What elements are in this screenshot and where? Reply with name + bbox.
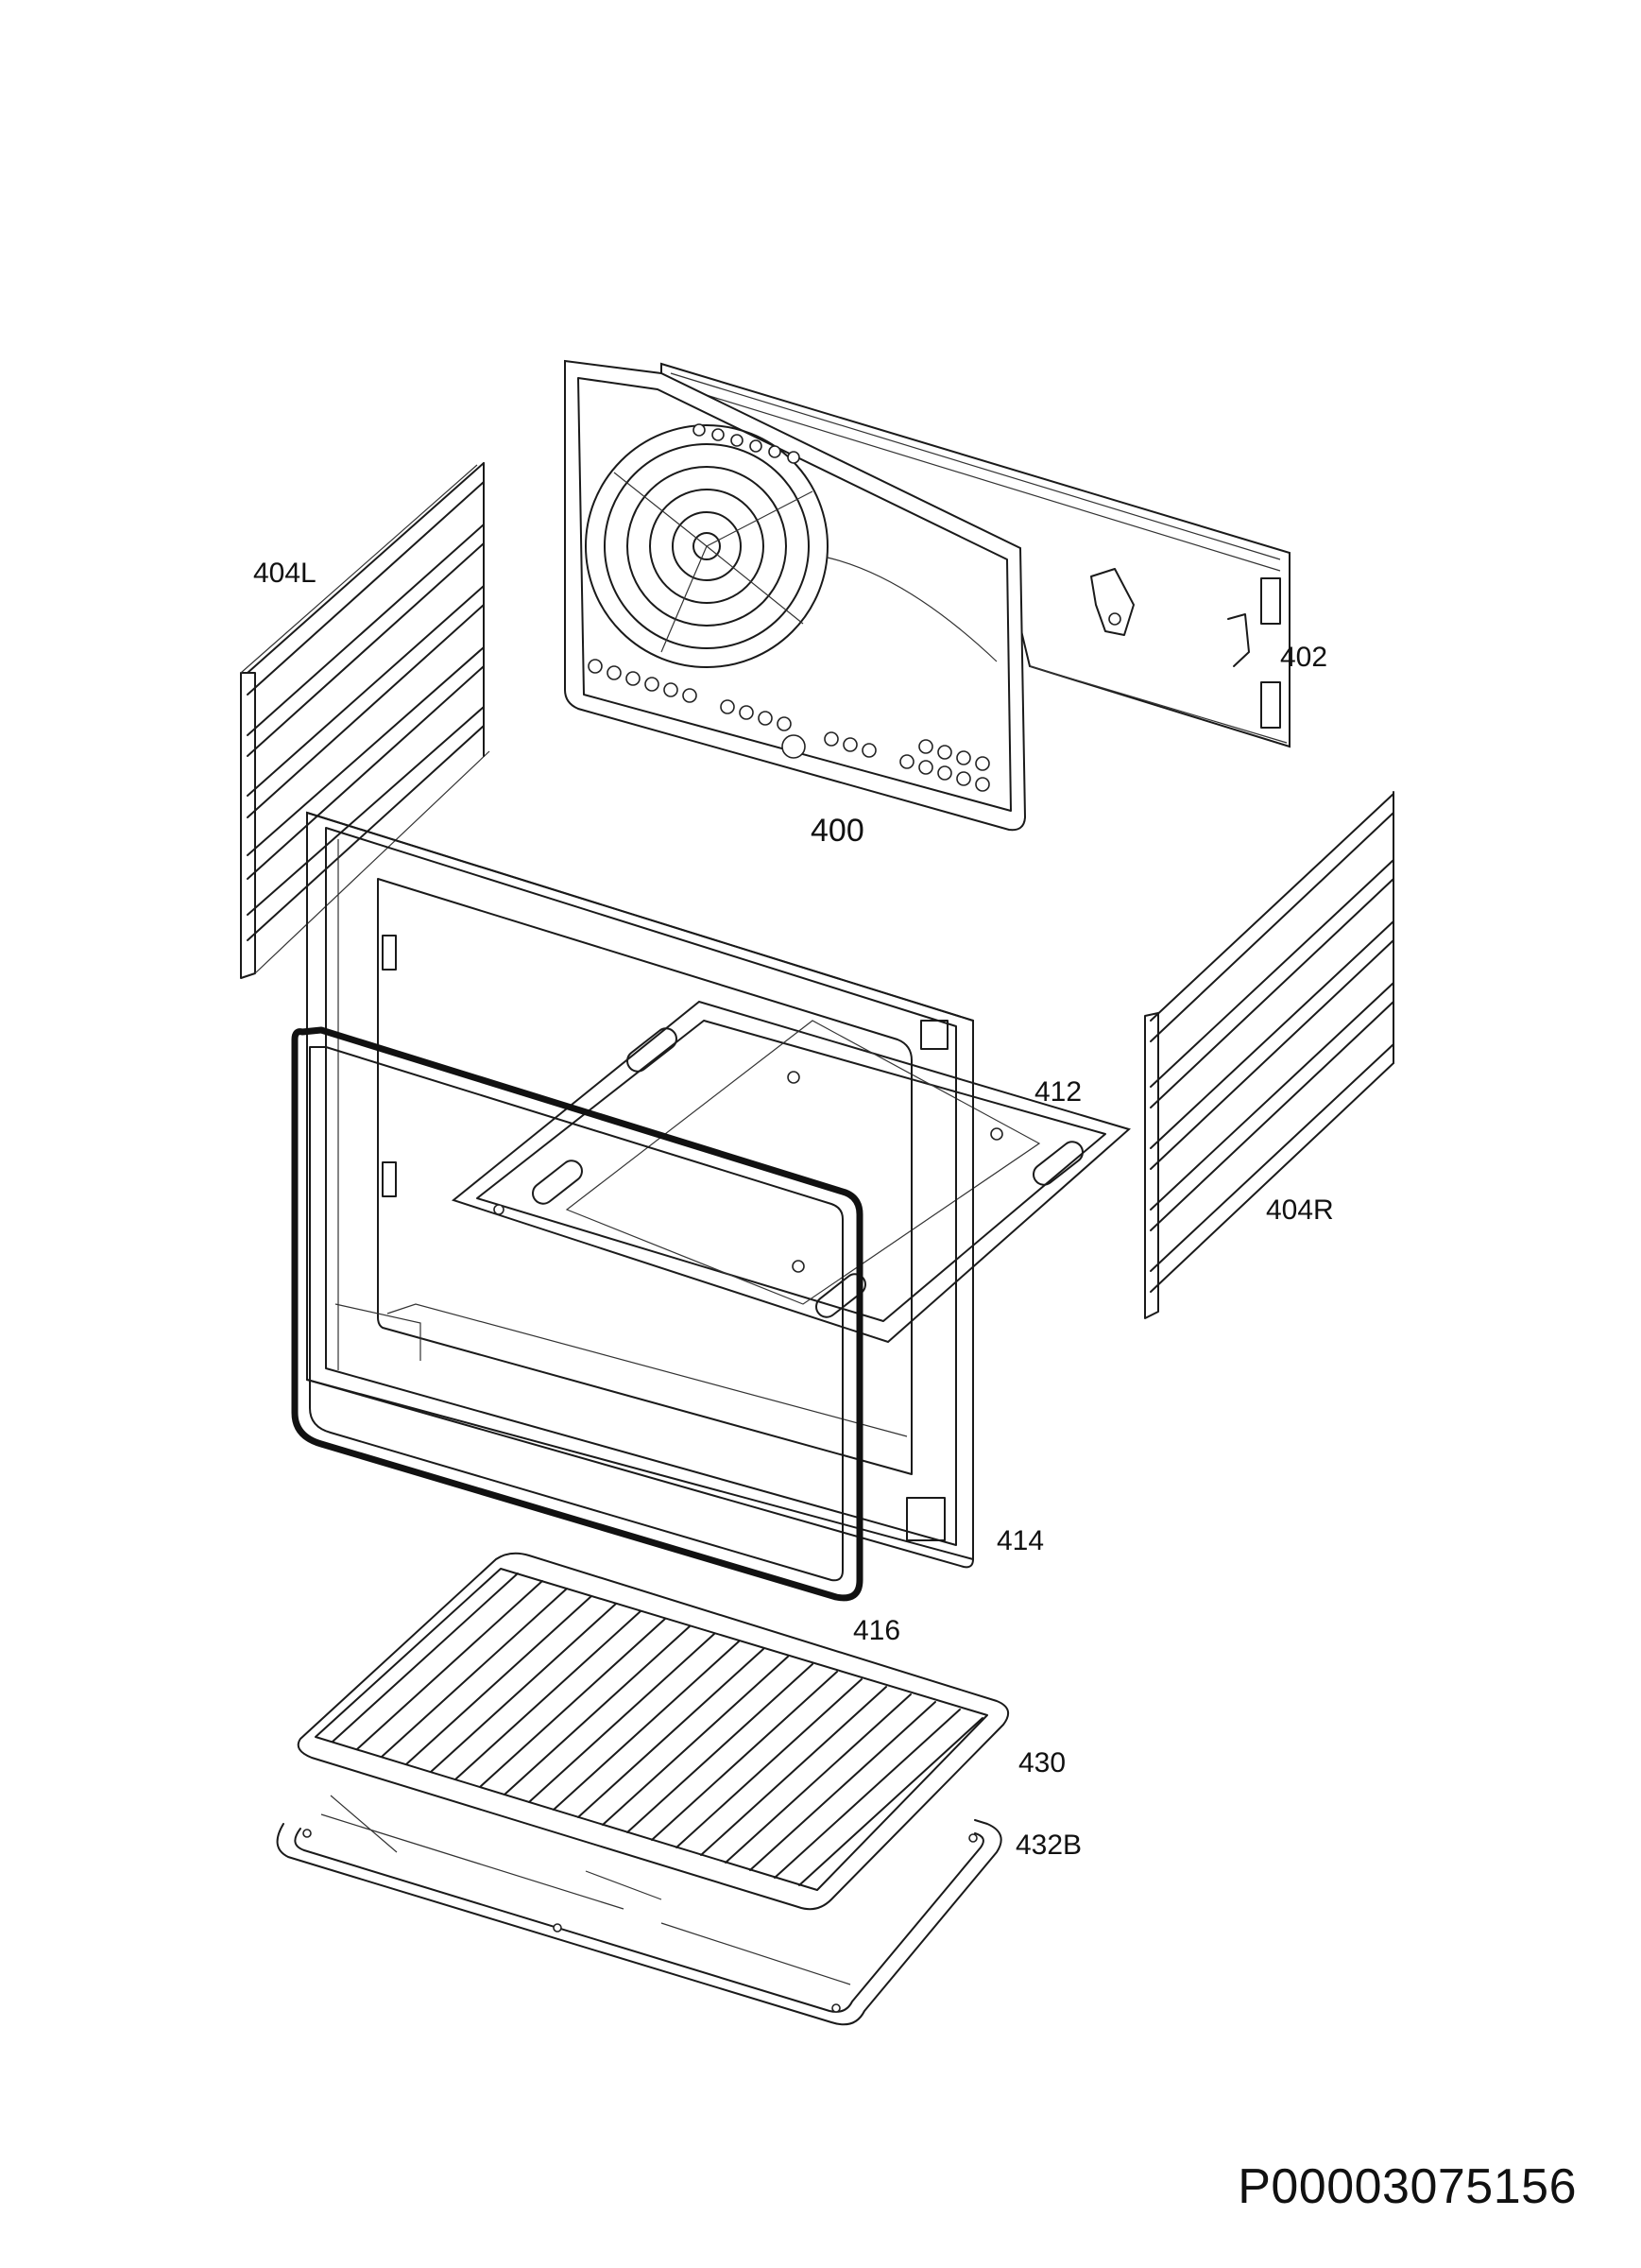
label-430: 430 — [1018, 1747, 1066, 1778]
label-432B: 432B — [1016, 1830, 1082, 1861]
label-404R: 404R — [1266, 1194, 1334, 1226]
part-404L-left-shelf-support — [240, 462, 490, 979]
part-414-front-frame — [306, 811, 974, 1569]
label-412: 412 — [1034, 1076, 1082, 1108]
part-404R-right-shelf-support — [1144, 791, 1394, 1319]
shelf-wires — [332, 1572, 983, 1886]
label-402: 402 — [1280, 642, 1327, 673]
label-414: 414 — [997, 1525, 1044, 1556]
part-400-rear-panel — [564, 359, 1027, 832]
label-416: 416 — [853, 1615, 900, 1646]
part-430-wire-shelf — [297, 1552, 1010, 1911]
part-416-door-gasket — [291, 1026, 863, 1602]
part-412-bottom-plate — [451, 1000, 1132, 1344]
document-id: P00003075156 — [1238, 2159, 1577, 2214]
label-400: 400 — [811, 813, 864, 849]
vent-holes — [588, 423, 990, 792]
part-432B-baking-tray — [276, 1795, 1002, 2026]
label-404L: 404L — [253, 558, 316, 589]
